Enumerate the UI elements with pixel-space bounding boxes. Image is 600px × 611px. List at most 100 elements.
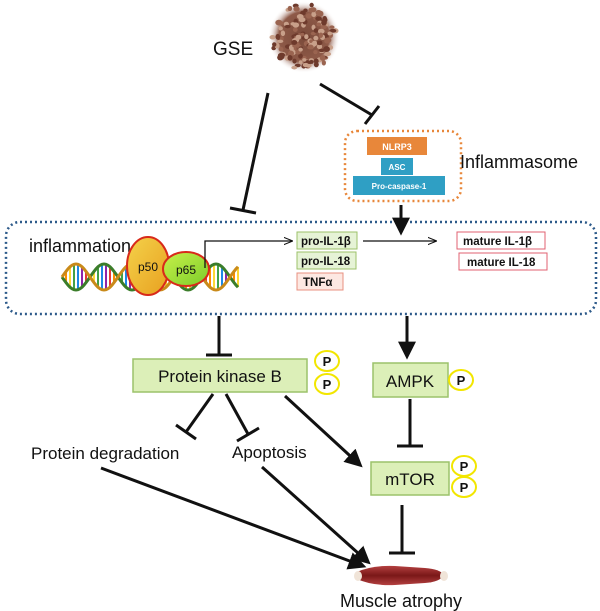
tnfa-box [296,272,344,291]
mtor-label: mTOR [385,470,435,489]
seed-speck [307,44,314,50]
phospho-label: P [460,480,469,495]
phospho-label: P [323,354,332,369]
gse-inhibits-inflammasome [319,82,373,117]
grape-seed-extract-image [268,1,340,73]
seed-speck [323,46,330,53]
nlrp3-label: NLRP3 [382,142,412,152]
seed-speck [279,53,285,60]
seed-speck [313,28,319,33]
seed-speck [302,62,309,68]
nlrp3-block [367,137,427,155]
mature-il1b-box [456,231,546,250]
seed-speck [291,65,298,70]
mature-il18-label: mature IL-18 [467,257,536,269]
seed-speck [275,33,280,40]
transcription-arrow [204,241,292,268]
seed-speck [291,39,298,45]
mtor-phospho-1: P [451,455,477,477]
protein-kinase-b-label: Protein kinase B [158,367,282,386]
seed-speck [315,10,322,15]
gse-label: GSE [213,39,253,60]
seed-speck [315,16,322,21]
seed-speck [278,26,283,31]
muscle-atrophy-label: Muscle atrophy [340,591,462,611]
gse-inhibits-inflammation [241,92,270,211]
seed-speck [324,38,330,44]
seed-speck [305,13,312,19]
pro-il1b-box [296,231,358,250]
activation-connectors [100,205,416,570]
apoptosis-label: Apoptosis [232,443,307,462]
inflammasome-box [343,129,463,203]
seed-speck [272,42,277,47]
seed-speck [269,34,276,40]
seed-speck [316,40,323,46]
pkb-to-mtor [283,394,363,468]
seed-speck [277,39,284,44]
seed-speck [298,53,303,59]
seed-speck [287,55,293,61]
mtor-node [370,461,450,496]
inhibition-connectors [175,82,423,555]
seed-speck [293,6,300,12]
seed-speck [302,58,307,62]
seed-speck [316,22,322,27]
seed-speck [284,24,291,29]
asc-block [381,158,413,175]
pro-il1b-label: pro-IL-1β [301,236,351,248]
p65-label: p65 [176,263,196,277]
seed-speck [313,50,318,55]
seed-speck [295,34,302,40]
seed-speck [300,32,305,37]
pkb-inhibits-apoptosis [224,393,250,435]
t-bar [175,423,197,441]
seed-speck [329,25,335,29]
phospho-label: P [460,459,469,474]
seed-speck [318,32,323,38]
seed-speck [298,17,306,23]
seed-speck [287,5,293,12]
phospho-label: P [323,377,332,392]
seed-speck [304,34,309,40]
akt-phospho-1: P [314,350,340,372]
seed-speck [278,47,284,52]
inflammasome-label: Inflammasome [460,152,578,172]
degradation-to-atrophy [100,466,367,570]
seed-speck [287,50,295,57]
t-bar [363,105,381,125]
seed-speck [292,27,298,32]
seed-speck [298,60,303,65]
seed-speck [292,22,300,28]
protein-kinase-b-node [132,358,308,393]
ampk-label: AMPK [386,372,435,391]
muscle-fiber-image [354,565,448,586]
procaspase-block [353,176,445,195]
t-bar [229,206,257,215]
phospho-label: P [457,373,466,388]
seed-speck [329,28,337,33]
seed-speck [316,44,323,50]
pro-il18-box [296,251,357,270]
seed-speck [320,24,328,30]
p65-subunit [162,251,210,287]
ampk-phospho: P [448,369,474,391]
seed-speck [298,47,303,52]
seed-speck [280,30,286,37]
mature-il18-box [458,252,548,271]
seed-speck [309,2,314,8]
seed-speck [310,31,316,36]
inflammation-label: inflammation [29,236,131,256]
seed-speck [311,11,317,18]
seed-speck [292,58,297,64]
seed-speck [319,54,326,61]
seed-speck [327,31,333,36]
pkb-inhibits-degradation [184,393,215,433]
seed-speck [321,20,327,26]
tnfa-label: TNFα [303,277,332,289]
seed-speck [313,35,319,41]
protein-degradation-label: Protein degradation [31,444,179,463]
inflammation-region [4,220,598,316]
